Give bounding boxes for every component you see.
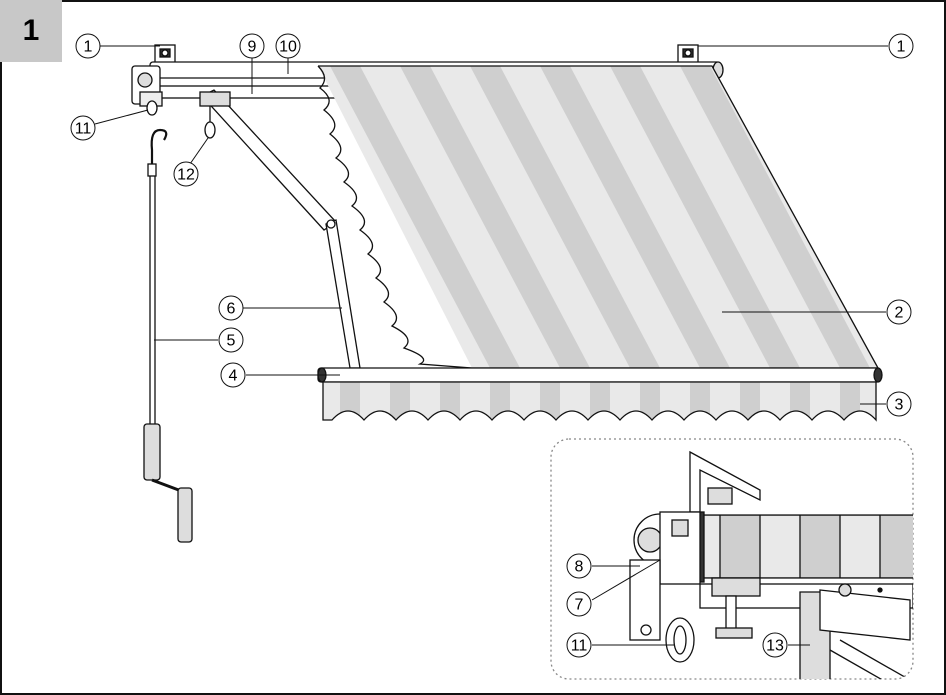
- svg-text:6: 6: [227, 301, 236, 318]
- svg-text:13: 13: [766, 638, 784, 655]
- figure-number: 1: [22, 14, 40, 47]
- callout-9: 9: [239, 33, 265, 59]
- svg-text:10: 10: [279, 39, 297, 56]
- svg-text:5: 5: [227, 333, 236, 350]
- svg-text:3: 3: [895, 397, 904, 414]
- callout-8: 8: [566, 553, 592, 579]
- callout-5: 5: [218, 327, 244, 353]
- callout-12: 12: [173, 161, 199, 187]
- svg-text:9: 9: [248, 39, 257, 56]
- svg-text:1: 1: [84, 39, 93, 56]
- callout-6: 6: [218, 295, 244, 321]
- callout-7: 7: [566, 591, 592, 617]
- crank-eyelet: [146, 100, 158, 116]
- svg-text:4: 4: [229, 368, 238, 385]
- callout-4: 4: [220, 362, 246, 388]
- figure-number-tab: [0, 0, 62, 62]
- front-profile: [317, 367, 883, 383]
- svg-text:11: 11: [571, 638, 588, 655]
- callout-11-inset: 11: [566, 632, 592, 658]
- callout-11-main: 11: [70, 115, 96, 141]
- svg-text:11: 11: [75, 121, 92, 138]
- callout-1-left: 1: [75, 33, 101, 59]
- callout-2: 2: [886, 299, 912, 325]
- wall-bracket-left: [154, 44, 176, 68]
- callout-3: 3: [886, 391, 912, 417]
- crank-handle: [143, 128, 193, 543]
- folding-arm: [199, 89, 361, 369]
- awning-canopy: [317, 65, 880, 369]
- detail-inset: [550, 438, 914, 680]
- svg-text:2: 2: [895, 305, 904, 322]
- callout-1-right: 1: [888, 33, 914, 59]
- valance: [322, 381, 877, 422]
- svg-text:1: 1: [897, 39, 906, 56]
- svg-text:7: 7: [575, 597, 584, 614]
- square-bar: [149, 85, 341, 99]
- svg-text:12: 12: [177, 167, 195, 184]
- callout-10: 10: [275, 33, 301, 59]
- arm-eyelet: [204, 106, 216, 139]
- svg-text:8: 8: [575, 559, 584, 576]
- gear-housing: [131, 65, 163, 107]
- callout-13: 13: [762, 632, 788, 658]
- leader-lines: [94, 45, 888, 646]
